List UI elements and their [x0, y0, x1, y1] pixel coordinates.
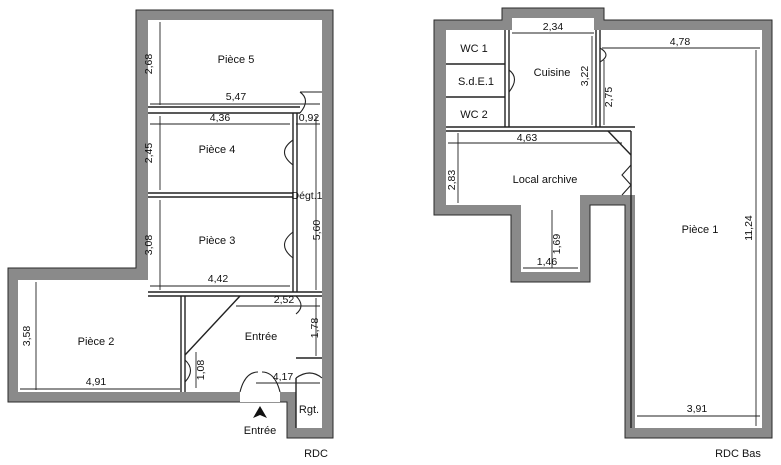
- dim-label: 2,83: [446, 170, 458, 191]
- dim-label: 1,69: [551, 234, 563, 255]
- wall-diagonal: [184, 295, 241, 356]
- dim-label: 3,91: [687, 403, 708, 415]
- plan-caption-rdc: RDC: [304, 448, 328, 460]
- rdc-labels: Pièce 5 Pièce 4 Pièce 3 Dégt.1 Pièce 2 E…: [21, 54, 328, 460]
- dim-label: 4,78: [670, 36, 691, 48]
- room-label-piece4: Pièce 4: [199, 144, 236, 156]
- dim-label: 4,91: [86, 376, 107, 388]
- room-label-cuisine: Cuisine: [534, 67, 571, 79]
- dim-label: 3,22: [579, 66, 591, 87]
- rdc-entrance-gap: [240, 392, 280, 402]
- door-cuisine: [599, 47, 607, 63]
- dim-label: 2,45: [143, 143, 155, 164]
- room-label-piece2: Pièce 2: [78, 336, 115, 348]
- dim-label: 1,78: [309, 318, 321, 339]
- dim-label: 11,24: [743, 215, 755, 241]
- dim-label: 4,17: [273, 371, 294, 383]
- dim-label: 5,47: [226, 91, 247, 103]
- dim-label: 3,58: [21, 326, 33, 347]
- dim-label: 2,34: [543, 21, 564, 33]
- dim-label: 4,63: [517, 132, 538, 144]
- room-label-piece3: Pièce 3: [199, 235, 236, 247]
- door-p2: [184, 359, 192, 383]
- dim-label: 4,42: [208, 273, 229, 285]
- room-label-wc1: WC 1: [460, 43, 488, 55]
- dim-label: 2,52: [274, 294, 295, 306]
- rdc-rgt-floor: [296, 392, 322, 428]
- room-label-entree: Entrée: [245, 331, 277, 343]
- entrance-arrow-icon: [253, 406, 267, 418]
- door-rgt: [295, 372, 323, 379]
- dim-label: 3,08: [143, 235, 155, 256]
- dim-label: 4,36: [210, 112, 231, 124]
- rdc-bas-floor: [446, 18, 762, 428]
- door-sde: [508, 69, 516, 93]
- room-label-piece5: Pièce 5: [218, 54, 255, 66]
- room-label-wc2: WC 2: [460, 109, 488, 121]
- door-p3: [283, 231, 294, 259]
- rdc-dimension-lines: [20, 22, 320, 390]
- room-label-local-archive: Local archive: [513, 174, 578, 186]
- rdc-bas-dimension-lines: [448, 32, 760, 426]
- dim-label: 2,75: [603, 87, 615, 108]
- room-label-sde1: S.d.E.1: [458, 76, 494, 88]
- plan-caption-rdc-bas: RDC Bas: [715, 448, 761, 460]
- door-corridor: [295, 295, 302, 315]
- rdc-bas-labels: WC 1 S.d.E.1 WC 2 Cuisine Local archive …: [446, 21, 761, 460]
- door-entrance: [239, 371, 281, 393]
- door-archive: [621, 164, 632, 196]
- dim-label: 2,68: [143, 54, 155, 75]
- room-label-rgt: Rgt.: [299, 404, 319, 416]
- room-label-degt1: Dégt.1: [292, 190, 323, 202]
- door-p4: [283, 139, 294, 166]
- plan-rdc: [7, 9, 334, 439]
- door-p5: [299, 91, 322, 114]
- entrance-label: Entrée: [244, 425, 276, 437]
- plan-rdc-bas: [433, 7, 773, 439]
- dim-label: 0,92: [299, 112, 320, 124]
- dim-label: 5,60: [311, 220, 323, 241]
- dim-label: 1,46: [537, 256, 558, 268]
- room-label-piece1: Pièce 1: [682, 224, 719, 236]
- dim-label: 1,08: [195, 360, 207, 381]
